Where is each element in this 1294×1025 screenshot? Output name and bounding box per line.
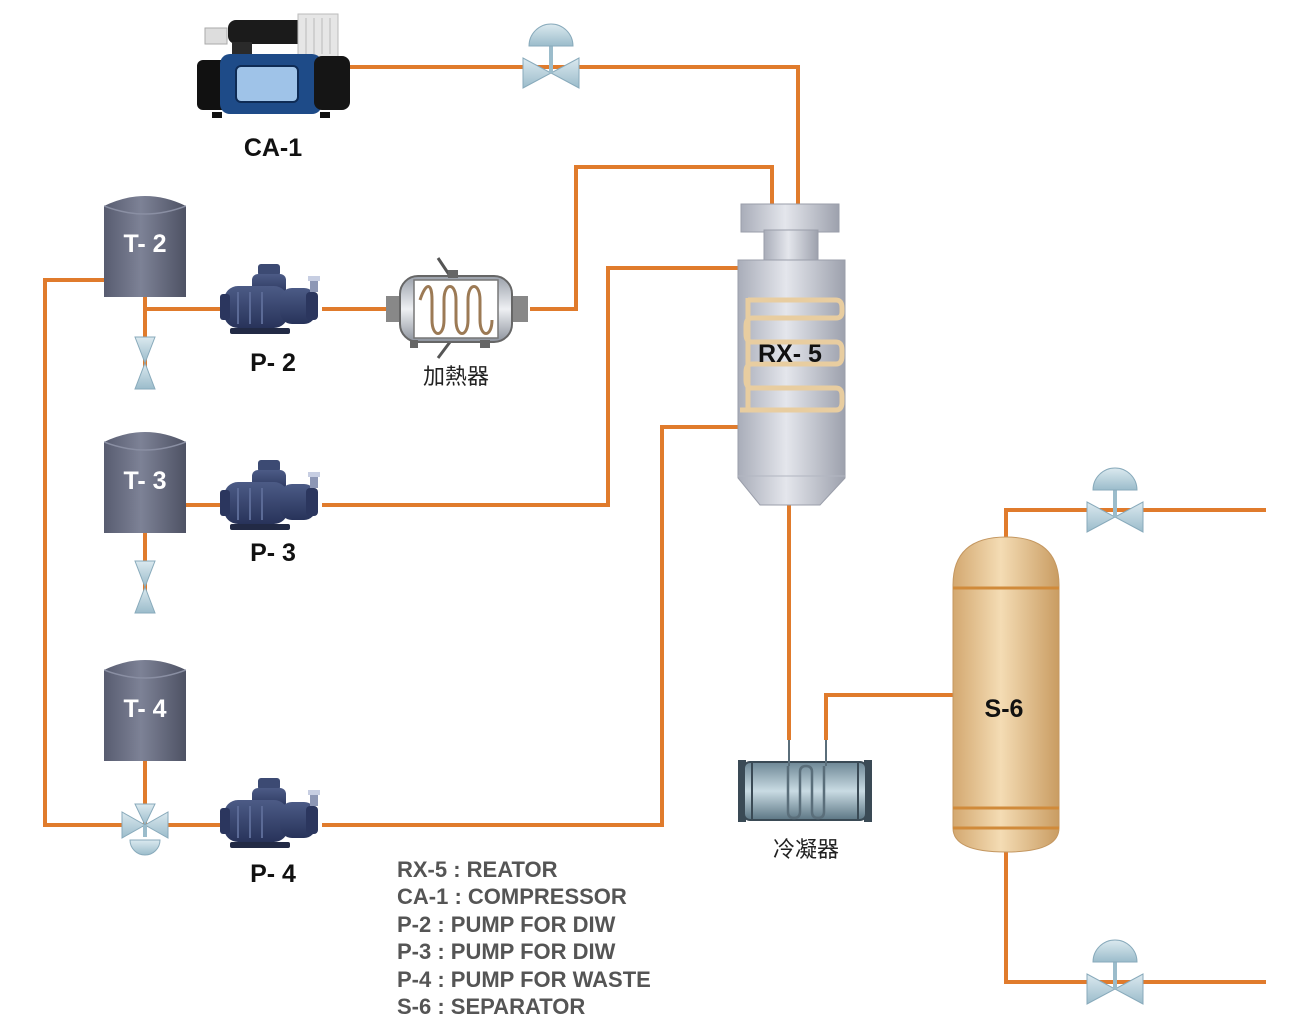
legend-item: RX-5 : REATOR	[397, 857, 558, 882]
pump-p2-tag: P- 2	[250, 349, 296, 377]
tank-t4-tag: T- 4	[123, 695, 166, 723]
equipment-legend: RX-5 : REATOR CA-1 : COMPRESSOR P-2 : PU…	[397, 856, 651, 1020]
air-compressor-icon	[197, 13, 350, 118]
condenser-label: 冷凝器	[773, 838, 839, 863]
condenser-icon	[738, 740, 872, 822]
pipe-separator-top	[1004, 508, 1266, 545]
heat-exchanger-icon	[386, 257, 528, 359]
tank-t2-tag: T- 2	[123, 230, 166, 258]
three-way-valve-t4[interactable]	[121, 803, 169, 856]
reactor-vessel-icon	[737, 203, 846, 506]
pipe-compressor-to-reactor	[350, 65, 800, 206]
reactor-tag: RX- 5	[758, 340, 822, 368]
pipe-reactor-to-p4	[322, 425, 738, 827]
pump-p3-tag: P- 3	[250, 539, 296, 567]
pipe-separator-bottom	[1004, 850, 1266, 984]
pump-p4-tag: P- 4	[250, 860, 296, 888]
separator-tag: S-6	[985, 695, 1024, 723]
control-valve-separator-bottom[interactable]	[1086, 939, 1144, 1005]
centrifugal-pump-icon	[220, 263, 321, 335]
centrifugal-pump-icon	[220, 777, 321, 849]
pipe-condenser-to-separator	[824, 693, 955, 740]
pipe-t2-to-p2	[143, 297, 226, 311]
tank-t3-tag: T- 3	[123, 467, 166, 495]
heater-label: 加熱器	[423, 365, 489, 390]
legend-item: P-4 : PUMP FOR WASTE	[397, 966, 651, 992]
gate-valve-t3[interactable]	[134, 560, 156, 614]
control-valve-compressor[interactable]	[522, 23, 580, 89]
pipes	[43, 65, 1266, 984]
separator-vessel-icon	[952, 536, 1060, 853]
legend-item: CA-1 : COMPRESSOR	[397, 884, 627, 910]
legend-item: S-6 : SEPARATOR	[397, 994, 586, 1020]
pipe-heater-to-reactor	[530, 165, 774, 311]
legend-item: P-3 : PUMP FOR DIW	[397, 939, 616, 965]
control-valve-separator-top[interactable]	[1086, 467, 1144, 533]
legend-item: P-2 : PUMP FOR DIW	[397, 911, 616, 937]
pipe-p3-to-reactor	[322, 266, 738, 507]
gate-valve-t2[interactable]	[134, 336, 156, 390]
centrifugal-pump-icon	[220, 459, 321, 531]
compressor-tag: CA-1	[244, 134, 302, 162]
